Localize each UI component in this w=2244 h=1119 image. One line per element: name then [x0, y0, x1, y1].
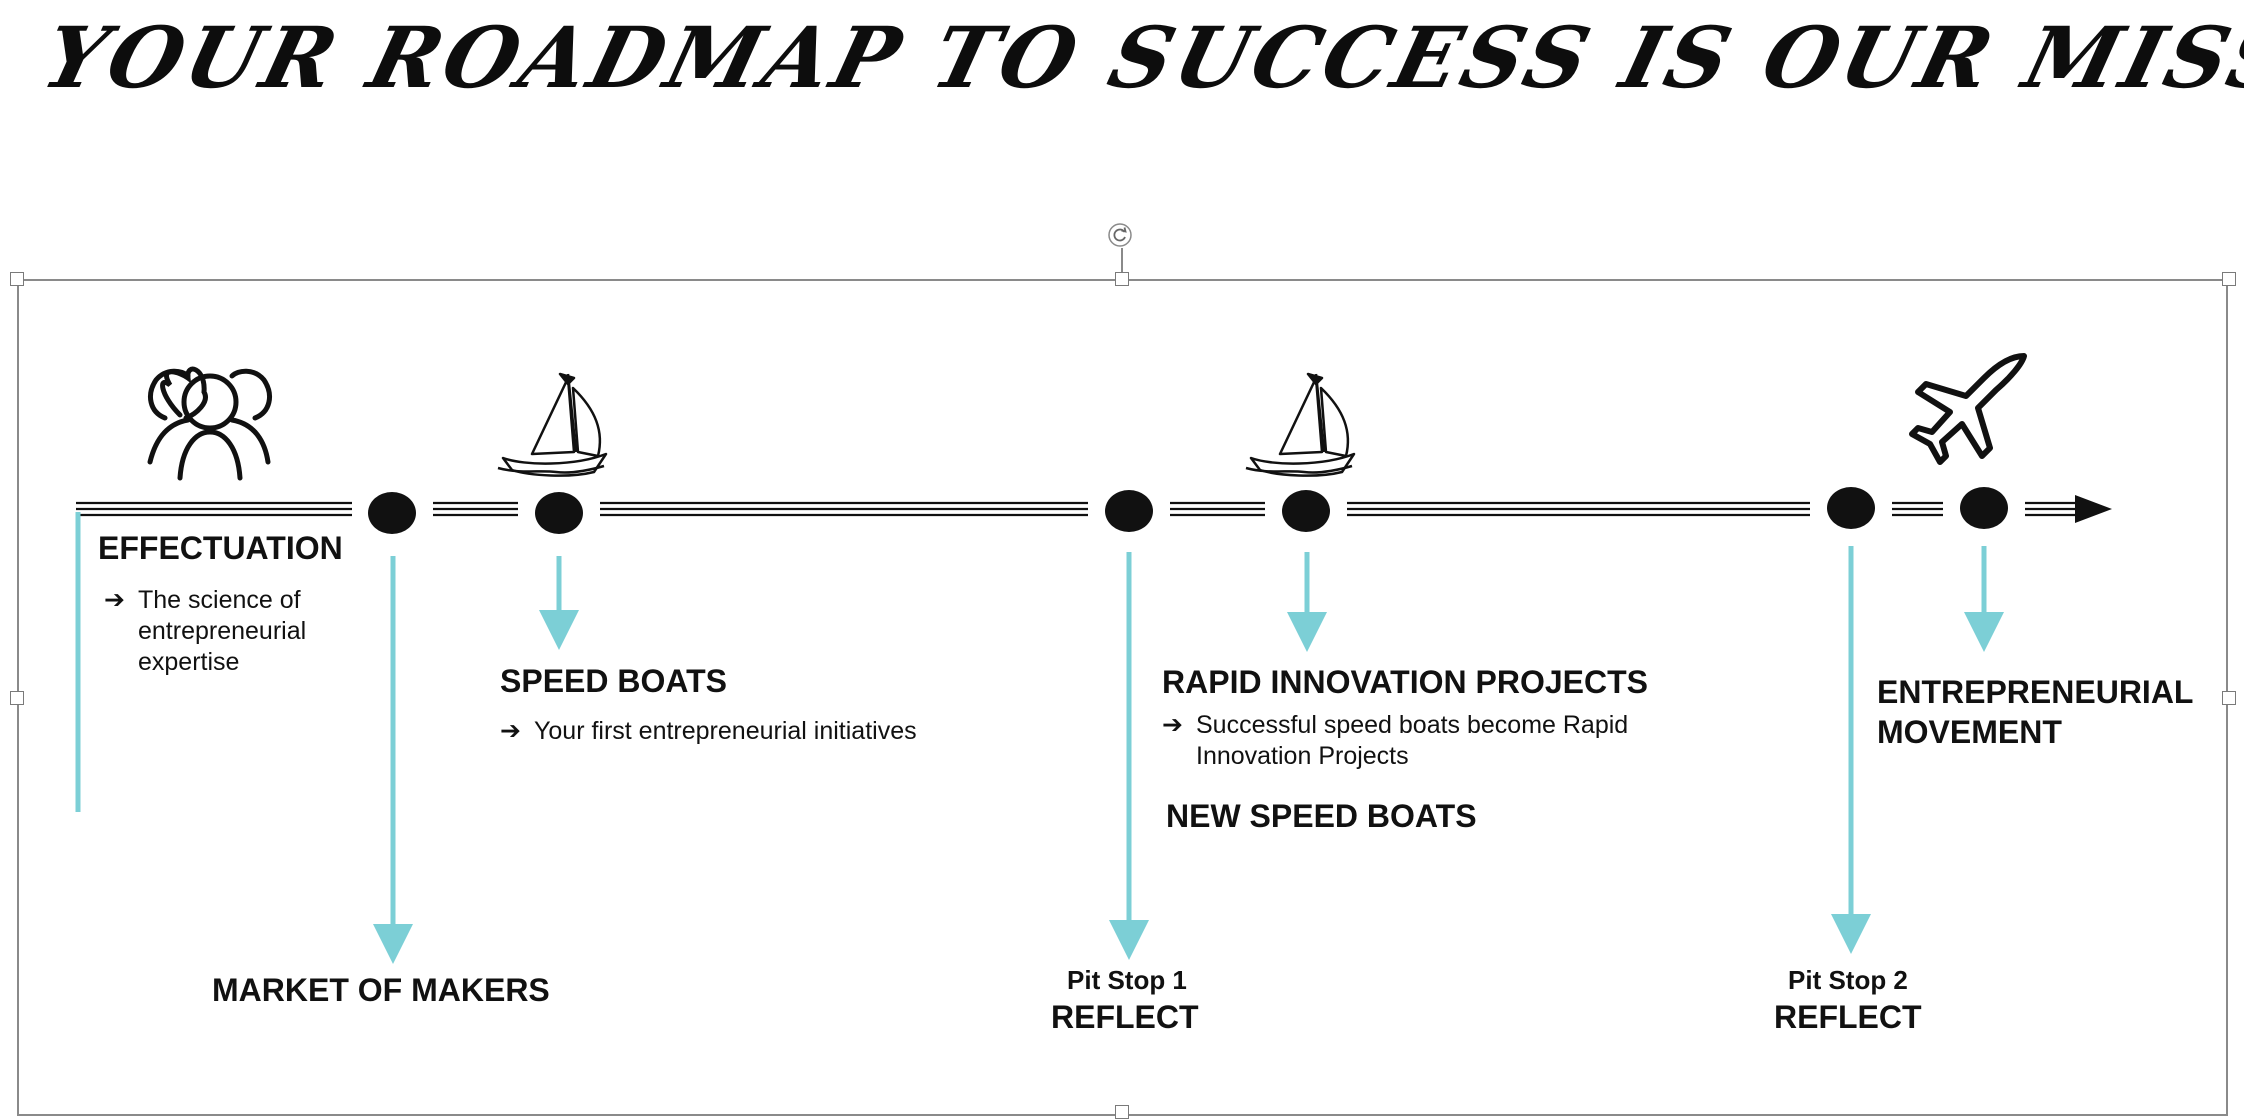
resize-handle-top[interactable] — [1115, 272, 1129, 286]
timeline-segment — [2025, 501, 2075, 517]
timeline-segment — [1347, 501, 1810, 517]
new-speed-boats-heading: NEW SPEED BOATS — [1166, 798, 1477, 834]
bullet-arrow-icon: ➔ — [1162, 711, 1183, 739]
resize-handle-top-left[interactable] — [10, 272, 24, 286]
resize-handle-left[interactable] — [10, 691, 24, 705]
speed-boats-heading: SPEED BOATS — [500, 663, 727, 699]
effectuation-bullet: ➔The science of entrepreneurial expertis… — [104, 586, 307, 676]
bullet-arrow-icon: ➔ — [500, 717, 521, 745]
rapid-heading: RAPID INNOVATION PROJECTS — [1162, 664, 1648, 700]
speed-boats-bullet: ➔Your first entrepreneurial initiatives — [500, 717, 917, 745]
milestone-dot — [1960, 487, 2008, 529]
timeline-segment — [433, 501, 518, 517]
resize-handle-right[interactable] — [2222, 691, 2236, 705]
milestone-dot — [1282, 490, 1330, 532]
resize-handle-top-right[interactable] — [2222, 272, 2236, 286]
sailboat-icon — [497, 372, 608, 477]
timeline — [76, 501, 2075, 517]
timeline-segment — [76, 501, 352, 517]
bullet-arrow-icon: ➔ — [104, 586, 125, 614]
timeline-segment — [1892, 501, 1943, 517]
milestone-dot — [368, 492, 416, 534]
rotate-icon[interactable] — [1107, 222, 1133, 248]
timeline-arrowhead — [2075, 495, 2112, 523]
pit-stop-1-heading: REFLECT — [1051, 999, 1199, 1035]
rapid-bullet: ➔Successful speed boats become Rapid Inn… — [1162, 711, 1629, 770]
movement-heading: ENTREPRENEURIAL MOVEMENT — [1877, 674, 2194, 750]
milestone-dot — [535, 492, 583, 534]
people-icon — [147, 366, 272, 481]
milestone-dot — [1105, 490, 1153, 532]
market-heading: MARKET OF MAKERS — [212, 972, 550, 1008]
airplane-icon — [1909, 353, 2027, 465]
pit-stop-1-label: Pit Stop 1 — [1067, 965, 1187, 995]
effectuation-heading: EFFECTUATION — [98, 530, 343, 566]
sailboat-icon — [1245, 372, 1356, 477]
milestone-dot — [1827, 487, 1875, 529]
timeline-segment — [600, 501, 1088, 517]
pit-stop-2-heading: REFLECT — [1774, 999, 1922, 1035]
pit-stop-2-label: Pit Stop 2 — [1788, 965, 1908, 995]
timeline-segment — [1170, 501, 1265, 517]
rotate-handle-stem — [1121, 248, 1123, 280]
